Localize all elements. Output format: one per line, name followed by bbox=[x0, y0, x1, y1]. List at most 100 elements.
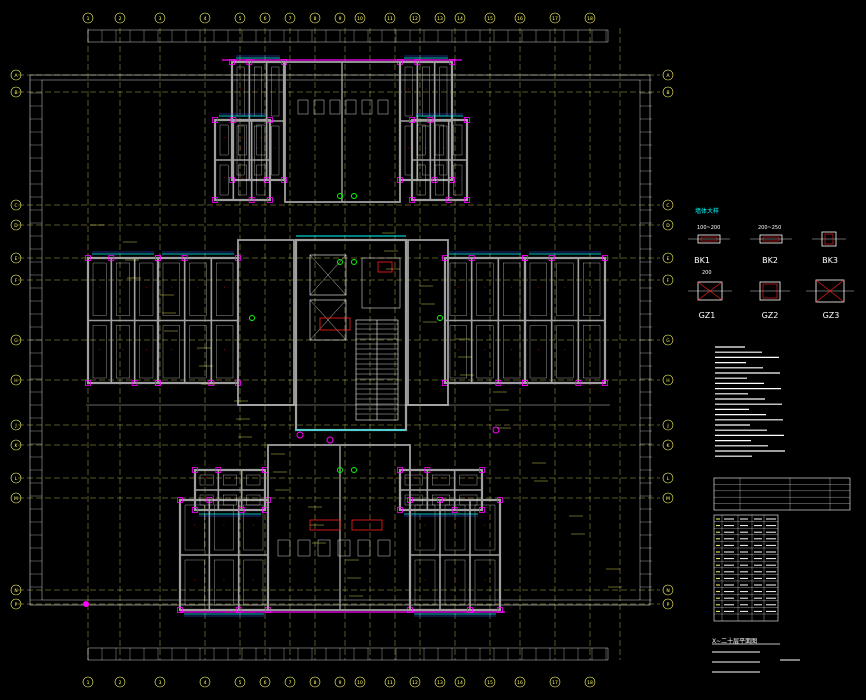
riser-pipe bbox=[249, 315, 255, 321]
detail-label-bk1: BK1 bbox=[694, 256, 710, 265]
room-tag: · bbox=[484, 347, 486, 354]
structural-column bbox=[192, 507, 198, 513]
axis-bubble-right bbox=[662, 199, 674, 211]
apartment-unit: ······ bbox=[397, 467, 485, 517]
axis-number-top: 15 bbox=[487, 16, 493, 22]
room-outline bbox=[236, 125, 245, 176]
room-outline bbox=[416, 124, 426, 156]
room-tag: · bbox=[206, 495, 208, 502]
axis-bubble-bottom bbox=[584, 676, 596, 688]
room-outline bbox=[583, 325, 601, 379]
axis-number-top: 10 bbox=[357, 16, 363, 22]
axis-letter-right: B bbox=[666, 90, 669, 96]
room-tag: · bbox=[408, 87, 410, 94]
room-outline bbox=[404, 66, 413, 117]
structural-column bbox=[602, 380, 608, 386]
apartment-unit: ······ bbox=[442, 251, 528, 386]
structural-column bbox=[464, 197, 470, 203]
bottom-dim-row bbox=[87, 647, 609, 661]
room-tag: · bbox=[257, 146, 259, 153]
axis-letter-right: P bbox=[667, 602, 670, 608]
top-core-room bbox=[361, 99, 373, 115]
room-outline bbox=[116, 262, 130, 316]
room-tag: · bbox=[425, 146, 427, 153]
room-outline bbox=[583, 262, 601, 316]
axis-number-top: 3 bbox=[159, 16, 162, 22]
detail-label-gz3: GZ3 bbox=[822, 311, 840, 320]
apartment-unit: ······ bbox=[155, 251, 241, 386]
structural-column bbox=[468, 255, 475, 261]
axis-bubble-bottom bbox=[284, 676, 296, 688]
structural-column bbox=[230, 117, 237, 123]
room-tag: · bbox=[257, 87, 259, 94]
riser-pipe bbox=[337, 467, 343, 473]
lift-cross bbox=[309, 299, 347, 341]
room-outline bbox=[435, 124, 444, 156]
room-tag: · bbox=[170, 347, 172, 354]
detail-label-gz2: GZ2 bbox=[761, 311, 779, 320]
room-outline bbox=[271, 66, 280, 117]
apartment-unit: ······ bbox=[212, 113, 273, 203]
axis-bubble-top bbox=[259, 12, 271, 24]
notes-panel bbox=[712, 346, 851, 673]
axis-bubble-bottom bbox=[154, 676, 166, 688]
axis-bubble-top bbox=[514, 12, 526, 24]
axis-bubble-right bbox=[662, 419, 674, 431]
axis-bubble-top bbox=[199, 12, 211, 24]
axis-number-bottom: 15 bbox=[487, 680, 493, 686]
axis-bubble-bottom bbox=[354, 676, 366, 688]
detail-core bbox=[762, 236, 780, 242]
riser-pipe bbox=[351, 193, 357, 199]
room-outline bbox=[414, 559, 436, 606]
structural-column bbox=[449, 177, 455, 183]
axis-bubble-top bbox=[114, 12, 126, 24]
room-outline bbox=[503, 325, 521, 379]
axis-bubble-top bbox=[409, 12, 421, 24]
fire-hydrant-box bbox=[377, 261, 393, 273]
axis-bubble-left bbox=[10, 334, 22, 346]
axis-number-bottom: 16 bbox=[517, 680, 523, 686]
drain-point bbox=[492, 426, 500, 434]
room-tag: · bbox=[439, 175, 441, 182]
room-tag: · bbox=[467, 475, 469, 482]
axis-letter-left: J bbox=[14, 423, 16, 429]
axis-bubble-left bbox=[10, 598, 22, 610]
central-core bbox=[294, 238, 408, 432]
axis-bubble-right bbox=[662, 334, 674, 346]
room-tag: · bbox=[252, 523, 254, 530]
structural-column bbox=[108, 255, 115, 261]
drawing-title: X~二十层平面图 bbox=[712, 638, 758, 645]
axis-letter-left: G bbox=[14, 338, 18, 344]
structural-column bbox=[479, 467, 485, 473]
room-tag: · bbox=[420, 175, 422, 182]
axis-letter-left: A bbox=[14, 73, 18, 79]
apartment-unit: ······ bbox=[409, 113, 470, 203]
axis-bubble-left bbox=[10, 252, 22, 264]
detail-outline bbox=[759, 281, 781, 301]
axis-bubble-top bbox=[334, 12, 346, 24]
room-tag: · bbox=[457, 175, 459, 182]
room-outline bbox=[214, 559, 234, 606]
detail-bk3 bbox=[812, 231, 846, 247]
axis-letter-right: A bbox=[666, 73, 670, 79]
apartment-unit: ······ bbox=[407, 497, 503, 617]
axis-bubble-right bbox=[662, 584, 674, 596]
room-outline bbox=[432, 474, 450, 486]
axis-bubble-left bbox=[10, 69, 22, 81]
structural-column bbox=[522, 380, 528, 386]
room-tag: · bbox=[511, 347, 513, 354]
room-outline bbox=[414, 504, 436, 551]
bottom-core-room bbox=[277, 539, 291, 557]
axis-letter-left: M bbox=[14, 496, 18, 502]
room-tag: · bbox=[440, 495, 442, 502]
room-outline bbox=[474, 559, 496, 606]
room-tag: · bbox=[408, 146, 410, 153]
lift-shaft bbox=[309, 299, 347, 341]
room-tag: · bbox=[424, 523, 426, 530]
room-outline bbox=[162, 262, 180, 316]
room-tag: · bbox=[440, 475, 442, 482]
axis-bubble-top bbox=[154, 12, 166, 24]
structural-column bbox=[575, 380, 582, 386]
axis-letter-right: G bbox=[666, 338, 670, 344]
riser-pipe bbox=[351, 259, 357, 265]
